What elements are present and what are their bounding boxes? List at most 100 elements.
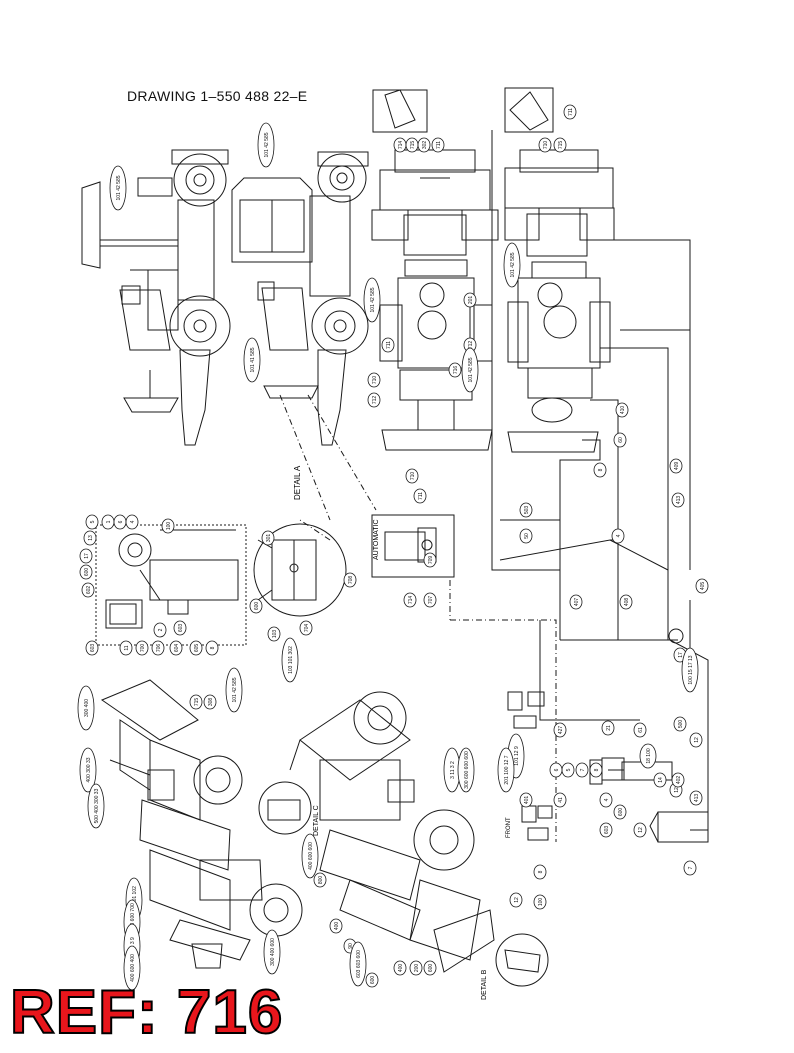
callout-number: 101 42 585 — [232, 677, 238, 702]
callout-cylinder-callouts: 61 — [633, 722, 647, 738]
callout-number: 711 — [436, 141, 442, 149]
callout-number: 90 — [348, 943, 354, 949]
callout-valve-callouts: 707 — [423, 592, 437, 608]
callout-number: 13 — [88, 535, 94, 541]
callout-cylinder-callouts: 41 — [553, 792, 567, 808]
callout-top-views: 201 — [463, 292, 477, 308]
callout-number: 8 — [210, 646, 216, 649]
callout-number: 7 — [580, 768, 586, 771]
callout-number: 710 — [410, 472, 416, 481]
callout-number: 3 11 3 2 — [450, 761, 456, 779]
callout-number: 12 — [694, 737, 700, 743]
callout-number: 400 — [334, 922, 340, 931]
callout-top-views: 710 — [538, 137, 552, 153]
detail-a-magnified — [253, 523, 347, 617]
callout-number: 17 — [84, 553, 90, 559]
callout-number: 50 — [524, 533, 530, 539]
automatic-label: AUTOMATIC — [373, 519, 380, 560]
callout-number: 714 — [398, 141, 404, 150]
callout-number: 707 — [428, 596, 434, 605]
callout-detail-a-callouts: 604 — [169, 640, 183, 656]
callout-top-views: 716 — [448, 362, 462, 378]
callout-lower-callouts: 400 300 33 — [79, 747, 97, 793]
callout-number: 410 — [620, 406, 626, 415]
callout-number: 103 — [272, 630, 278, 639]
callout-number: 200 — [414, 964, 420, 973]
callout-number: 604 — [174, 644, 180, 653]
callout-number: 8 — [598, 468, 604, 471]
callout-valve-callouts: 714 — [403, 592, 417, 608]
callout-lower-callouts: 500 400 300 33 — [87, 783, 105, 829]
callout-number: 12 — [674, 787, 680, 793]
callout-top-views: 101 42 585 — [461, 347, 479, 393]
callout-number: 41 — [558, 797, 564, 803]
callout-detail-a-callouts: 5 — [85, 514, 99, 530]
callout-cylinder-callouts: 603 — [599, 822, 613, 838]
callout-number: 5 — [90, 520, 96, 523]
callout-detail-a-callouts: 11 — [119, 640, 133, 656]
callout-number: 100 — [166, 522, 172, 531]
front-label: FRONT — [506, 817, 512, 838]
callout-number: 712 — [468, 341, 474, 350]
callout-valve-callouts: 711 — [413, 488, 427, 504]
callout-top-views: 715 — [405, 137, 419, 153]
callout-cylinder-callouts: 8 — [589, 762, 603, 778]
callout-number: 603 — [178, 624, 184, 633]
callout-valve-callouts: 600 — [249, 598, 263, 614]
callout-number: 405 — [700, 582, 706, 591]
isometric-view-left — [100, 679, 303, 969]
callout-cylinder-callouts: 5 — [561, 762, 575, 778]
callout-detail-a-callouts: 17 — [79, 548, 93, 564]
callout-line-callouts: 409 — [669, 458, 683, 474]
callout-number: 101 41 585 — [250, 347, 256, 372]
callout-lower-callouts: 400 600 600 — [301, 833, 319, 879]
callout-number: 308 — [208, 698, 214, 707]
callout-top-views: 711 — [431, 137, 445, 153]
callout-number: 4 — [616, 534, 622, 537]
detail-c-magnified — [258, 781, 312, 835]
callout-line-callouts: 408 — [619, 594, 633, 610]
callout-number: 704 — [304, 624, 310, 633]
callout-number: 11 — [124, 645, 130, 650]
callout-detail-a-callouts: 603 — [173, 620, 187, 636]
callout-detail-a-callouts: 605 — [189, 640, 203, 656]
callout-number: 408 — [624, 598, 630, 607]
callout-number: 401 — [524, 796, 530, 805]
callout-number: 101 42 585 — [264, 132, 270, 157]
callout-detail-a-callouts: 602 — [81, 582, 95, 598]
automatic-control-box — [371, 514, 455, 578]
callout-number: 300 400 600 — [270, 938, 276, 966]
callout-lower-callouts: 300 400 — [77, 685, 95, 731]
callout-line-callouts: 500 — [673, 716, 687, 732]
callout-number: 714 — [408, 596, 414, 605]
callout-top-views: 710 — [367, 372, 381, 388]
callout-number: 4 — [130, 520, 136, 523]
callout-number: 402 — [676, 776, 682, 785]
callout-detail-a-callouts: 13 — [83, 530, 97, 546]
callout-number: 413 — [694, 794, 700, 803]
detail-a-label: DETAIL A — [293, 465, 302, 500]
callout-number: 715 — [558, 141, 564, 150]
reference-stamp: REF: 716 — [9, 978, 284, 1047]
callout-line-callouts: 410 — [615, 402, 629, 418]
callout-number: 14 — [658, 777, 664, 783]
callout-lower-callouts: 200 — [409, 960, 423, 976]
callout-top-views: 711 — [381, 337, 395, 353]
detail-b-label: DETAIL B — [481, 969, 488, 1000]
callout-cylinder-callouts: 12 — [509, 892, 523, 908]
callout-cylinder-callouts: 14 — [653, 772, 667, 788]
callout-number: 100 101 102 — [132, 886, 138, 914]
callout-number: 708 — [348, 576, 354, 585]
callout-line-callouts: 100 15 17 13 — [681, 647, 699, 693]
callout-detail-a-callouts: 706 — [151, 640, 165, 656]
callout-number: 201 — [468, 296, 474, 305]
callout-line-callouts: 60 — [613, 432, 627, 448]
callout-number: 400 — [398, 964, 404, 973]
callout-number: 706 — [156, 644, 162, 653]
callout-number: 101 42 585 — [116, 175, 122, 200]
callout-cylinder-callouts: 402 — [671, 772, 685, 788]
detail-b-magnified — [495, 933, 549, 987]
callout-valve-callouts: 708 — [343, 572, 357, 588]
